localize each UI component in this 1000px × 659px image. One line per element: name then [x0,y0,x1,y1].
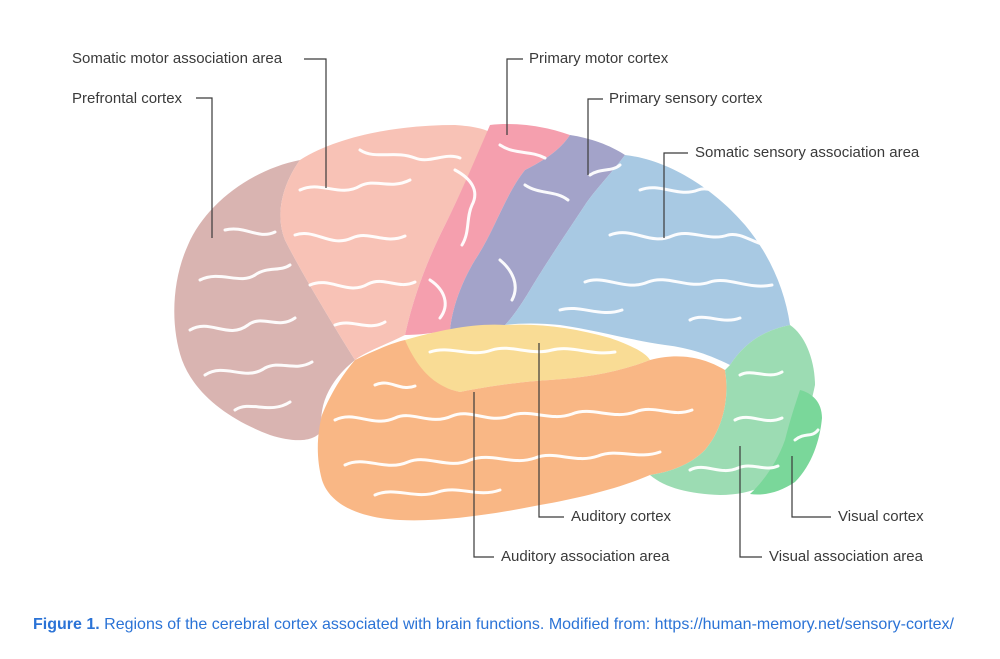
leader-visual-association [739,446,762,558]
sulci-lines [188,143,820,497]
region-primary-motor [405,124,570,335]
region-auditory [405,324,650,392]
label-primary-sensory: Primary sensory cortex [609,90,763,107]
region-somatic-sensory-association [505,155,790,365]
leader-auditory-association [473,392,494,558]
region-visual-association [650,325,815,495]
figure-label: Figure 1. [33,616,100,633]
label-prefrontal: Prefrontal cortex [72,90,183,107]
region-auditory-association [317,340,727,521]
leader-prefrontal [196,97,213,238]
leader-visual [791,456,831,518]
leader-primary-sensory [587,98,603,175]
leader-somatic-sensory-association [663,152,688,238]
label-auditory: Auditory cortex [571,508,672,525]
label-auditory-association: Auditory association area [501,548,670,565]
caption-text: Regions of the cerebral cortex associate… [99,616,954,633]
brain [174,124,822,521]
figure-caption: Figure 1. Regions of the cerebral cortex… [33,615,954,635]
leader-somatic-motor-association [304,58,327,188]
label-visual-association: Visual association area [769,548,923,565]
leader-primary-motor [506,58,523,135]
leader-auditory [538,343,564,518]
region-visual [750,390,822,495]
region-somatic-motor-association [280,125,490,360]
label-visual: Visual cortex [838,508,924,525]
label-somatic-motor-association: Somatic motor association area [72,50,283,67]
leader-lines [196,58,831,558]
label-primary-motor: Primary motor cortex [529,50,669,67]
label-somatic-sensory-association: Somatic sensory association area [695,144,920,161]
region-primary-sensory [450,135,625,330]
